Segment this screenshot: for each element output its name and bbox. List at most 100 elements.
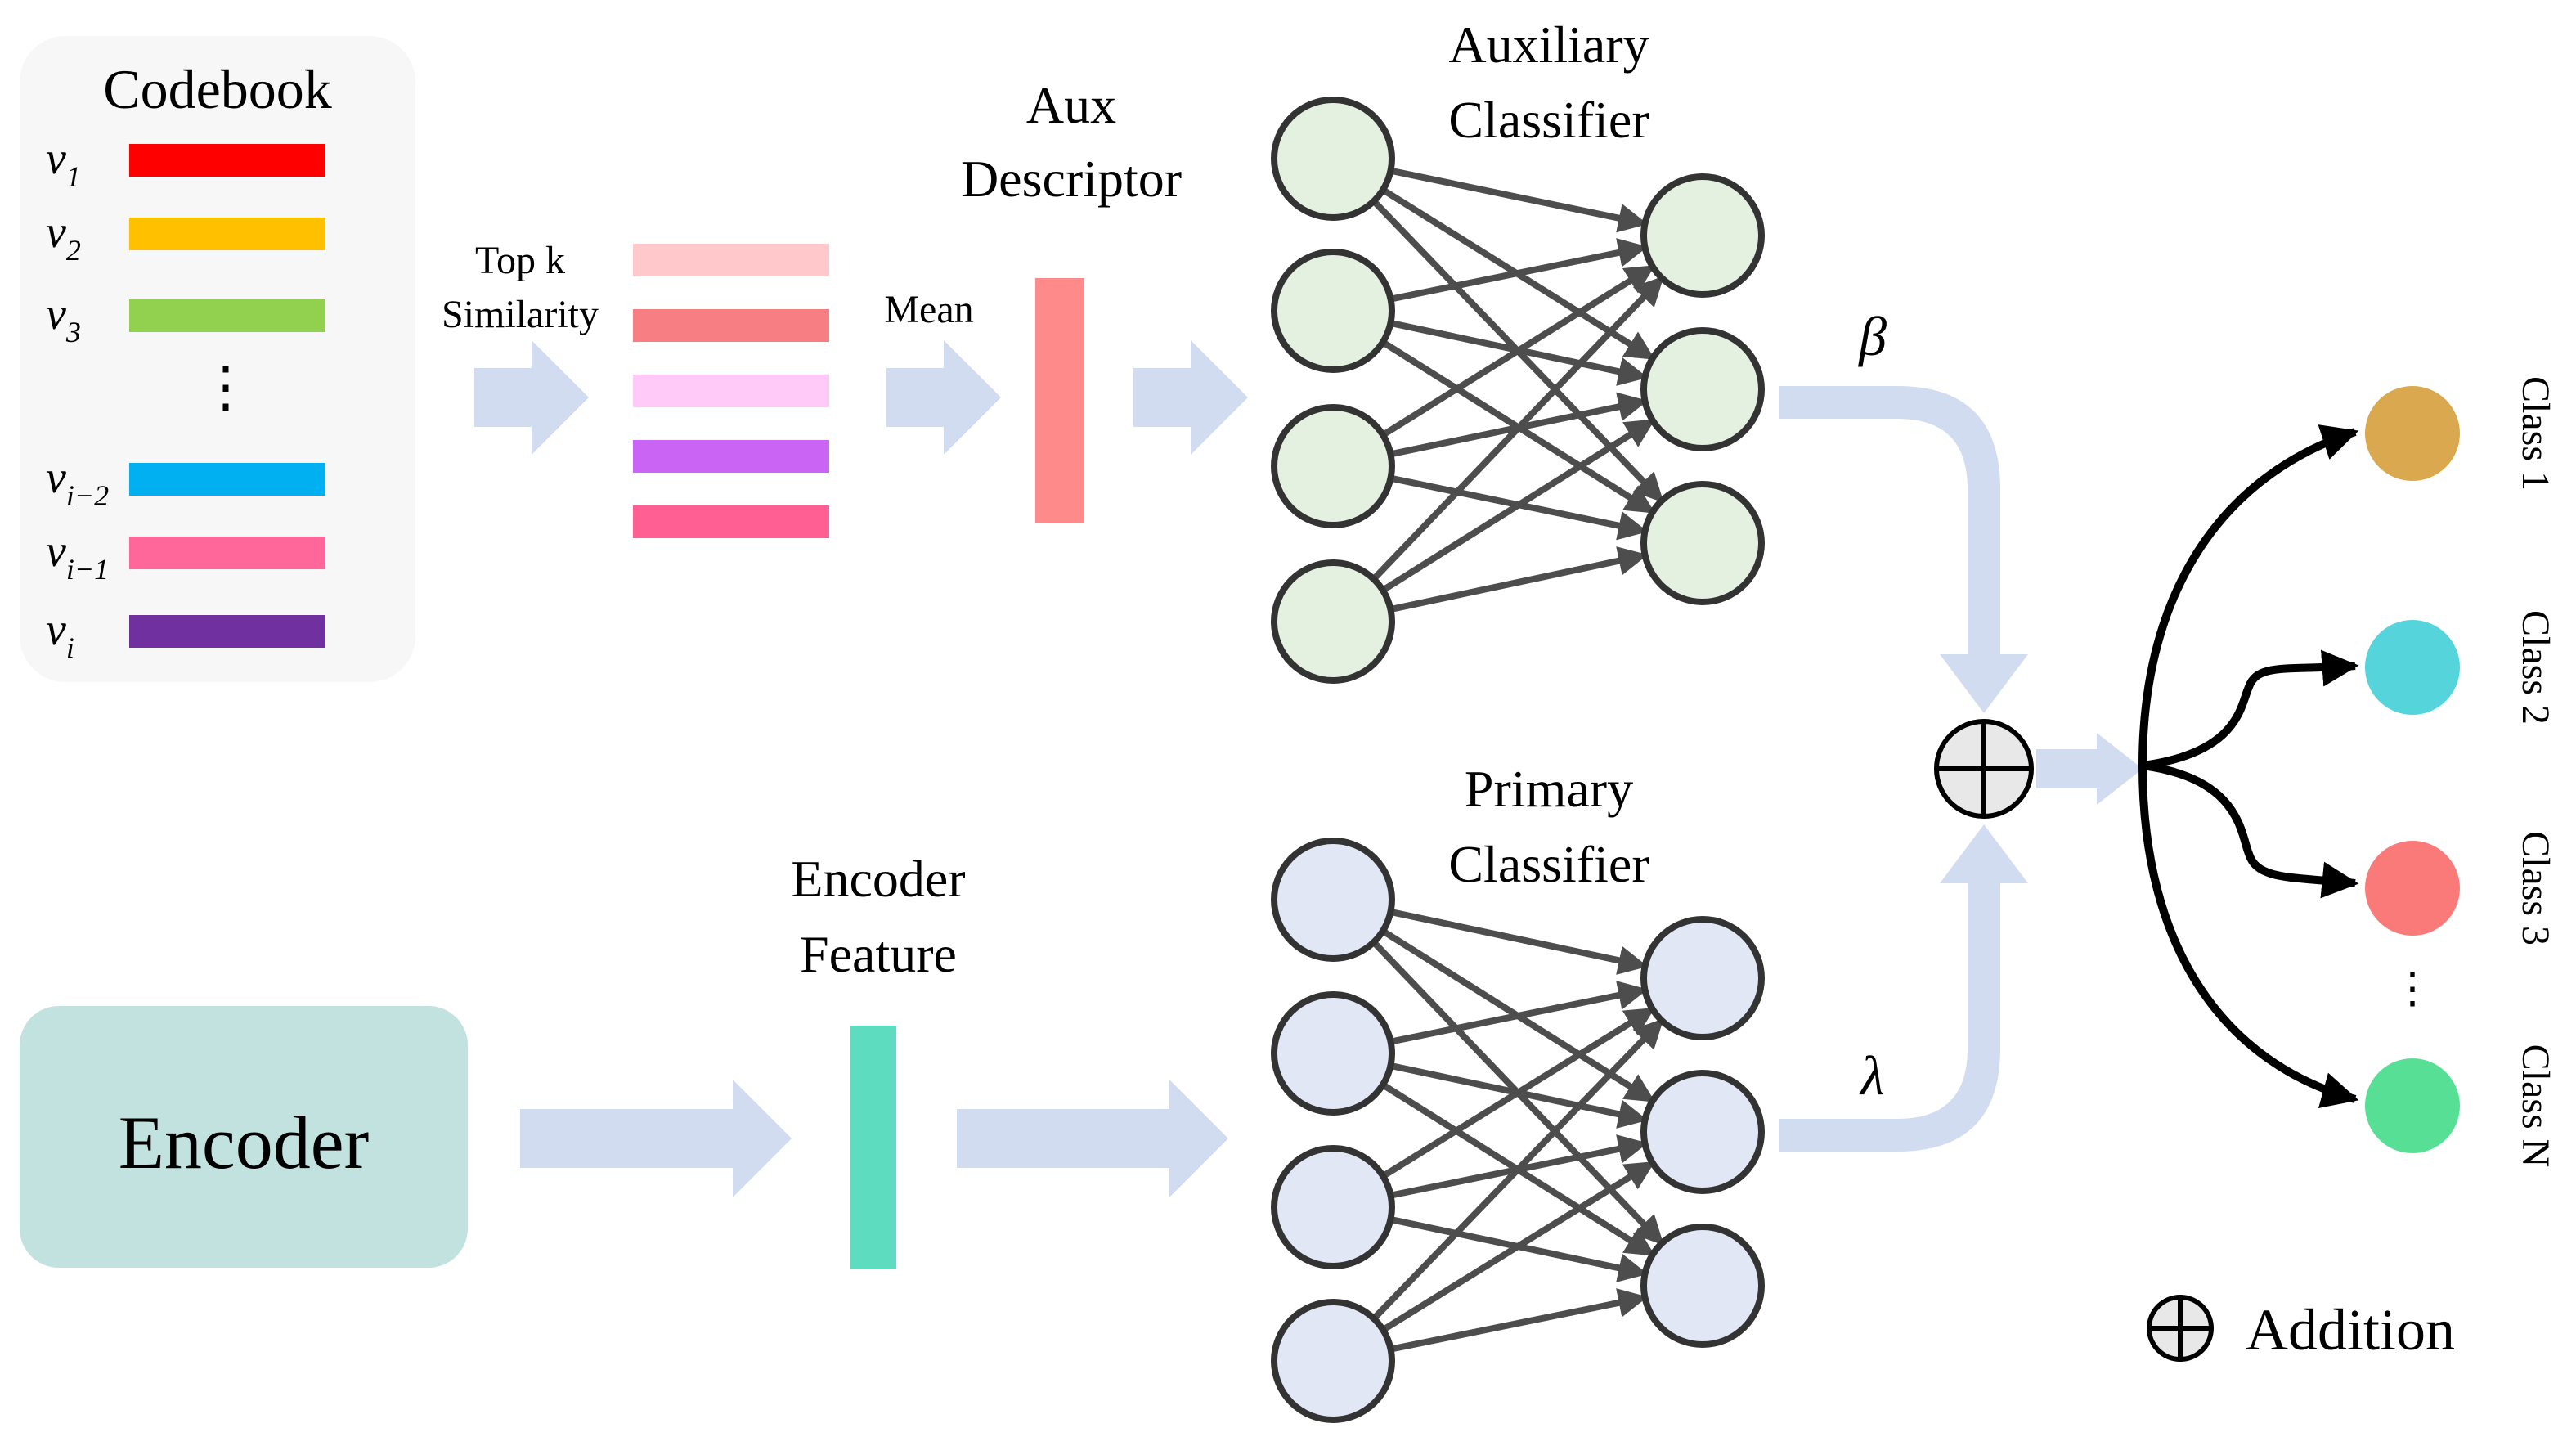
class-node	[2365, 841, 2460, 936]
network-edge	[1389, 546, 1649, 613]
input-neuron	[1271, 838, 1395, 962]
aux-descriptor-title-line2: Descriptor	[961, 150, 1182, 208]
beta-weight-label: β	[1857, 305, 1887, 367]
encoder-feature-title-line2: Feature	[800, 925, 957, 983]
codebook-vector-symbol: v	[46, 289, 66, 339]
network-edge	[1389, 238, 1648, 303]
output-neuron	[1640, 173, 1765, 298]
codebook-vector-label: vi−1	[46, 526, 109, 586]
class-label: Class 3	[2514, 831, 2557, 945]
codebook-vector-symbol: v	[46, 604, 66, 655]
aux-descriptor-title-line1: Aux	[1026, 76, 1116, 134]
codebook-title: Codebook	[103, 58, 332, 120]
flow-arrow-topk-to-mean	[886, 340, 1001, 455]
codebook-vector-subscript: i−2	[66, 479, 109, 512]
output-ellipsis: ⋮	[2391, 966, 2434, 1013]
output-neuron	[1640, 1224, 1765, 1348]
codebook-vector-subscript: i−1	[66, 553, 109, 586]
codebook-vector-subscript: 2	[66, 234, 81, 267]
output-neuron	[1640, 1070, 1765, 1194]
output-branches	[2138, 424, 2359, 1108]
flow-arrow-primary-to-addition	[1779, 824, 2028, 1152]
codebook-vector-symbol: v	[46, 207, 66, 258]
input-neuron	[1271, 1145, 1395, 1269]
primary-classifier-network	[1271, 838, 1765, 1423]
flow-arrow-descriptor-to-aux-classifier	[1133, 340, 1248, 455]
flow-arrow-aux-to-addition	[1779, 386, 2028, 713]
encoder-label: Encoder	[119, 1101, 370, 1184]
codebook-vector-label: v1	[46, 133, 81, 193]
codebook-ellipsis: ⋮	[198, 356, 254, 418]
encoder-block	[20, 1006, 468, 1268]
topk-vector-bar	[633, 375, 829, 407]
class-label: Class 1	[2514, 376, 2557, 491]
encoder-feature-bar	[850, 1026, 896, 1269]
lambda-weight-label: λ	[1859, 1044, 1884, 1107]
network-edge	[1380, 417, 1656, 594]
input-neuron	[1271, 404, 1395, 528]
codebook-vector-bar	[129, 218, 325, 250]
topk-bars	[633, 244, 829, 538]
codebook-vector-label: vi−2	[46, 452, 109, 512]
class-node	[2365, 620, 2460, 715]
network-edge	[1389, 167, 1649, 233]
codebook-vector-symbol: v	[46, 526, 66, 577]
output-classes: Class 1 Class 2 Class 3 Class N	[2365, 376, 2557, 1167]
addition-node	[1934, 719, 2034, 819]
codebook-vector-label: v3	[46, 289, 81, 348]
aux-classifier-title-line1: Auxiliary	[1448, 16, 1649, 74]
encoder-feature-title-line1: Encoder	[791, 850, 965, 908]
topk-vector-bar	[633, 244, 829, 276]
network-edge	[1380, 263, 1655, 438]
codebook-vector-bar	[129, 537, 325, 569]
class-node	[2365, 386, 2460, 481]
codebook-vector-label: vi	[46, 604, 74, 664]
codebook-vector-symbol: v	[46, 452, 66, 503]
primary-classifier-title-line2: Classifier	[1448, 835, 1649, 893]
output-neuron	[1640, 327, 1765, 451]
input-neuron	[1271, 559, 1395, 684]
codebook-vector-bar	[129, 615, 325, 648]
network-edge	[1381, 1160, 1655, 1333]
flow-arrow-feature-to-primary-classifier	[957, 1080, 1228, 1197]
aux-classifier-title-line2: Classifier	[1448, 91, 1649, 149]
codebook-vector-symbol: v	[46, 133, 66, 184]
class-label: Class 2	[2514, 610, 2557, 725]
topk-label-line1: Top k	[475, 239, 565, 282]
class-node	[2365, 1058, 2460, 1153]
input-neuron	[1271, 1299, 1395, 1423]
codebook-vector-bar	[129, 463, 325, 496]
output-neuron	[1640, 916, 1765, 1040]
aux-descriptor-bar	[1035, 278, 1084, 523]
network-edge	[1389, 1288, 1648, 1353]
topk-vector-bar	[633, 309, 829, 342]
topk-vector-bar	[633, 505, 829, 538]
flow-arrow-codebook-to-topk	[474, 340, 589, 455]
network-edge	[1371, 276, 1665, 582]
mean-label: Mean	[884, 288, 973, 331]
network-edge	[1389, 981, 1648, 1045]
flow-arrow-addition-to-outputs	[2036, 733, 2143, 805]
input-neuron	[1271, 97, 1395, 221]
network-edge	[1389, 909, 1649, 975]
primary-classifier-title-line1: Primary	[1465, 760, 1633, 818]
topk-label-line2: Similarity	[442, 293, 599, 336]
network-edge	[1381, 1006, 1655, 1179]
topk-vector-bar	[633, 440, 829, 473]
output-neuron	[1640, 481, 1765, 605]
codebook-vector-bar	[129, 144, 325, 177]
network-edge	[1371, 1018, 1664, 1321]
codebook-vector-label: v2	[46, 207, 81, 267]
legend-addition-label: Addition	[2246, 1297, 2455, 1363]
flow-arrow-encoder-to-feature	[520, 1080, 792, 1197]
codebook-vector-bar	[129, 299, 325, 332]
class-label: Class N	[2514, 1044, 2557, 1168]
codebook-vector-subscript: i	[66, 631, 74, 664]
codebook-vector-subscript: 3	[65, 316, 81, 348]
codebook-vector-subscript: 1	[66, 160, 81, 193]
input-neuron	[1271, 991, 1395, 1116]
input-neuron	[1271, 249, 1395, 373]
